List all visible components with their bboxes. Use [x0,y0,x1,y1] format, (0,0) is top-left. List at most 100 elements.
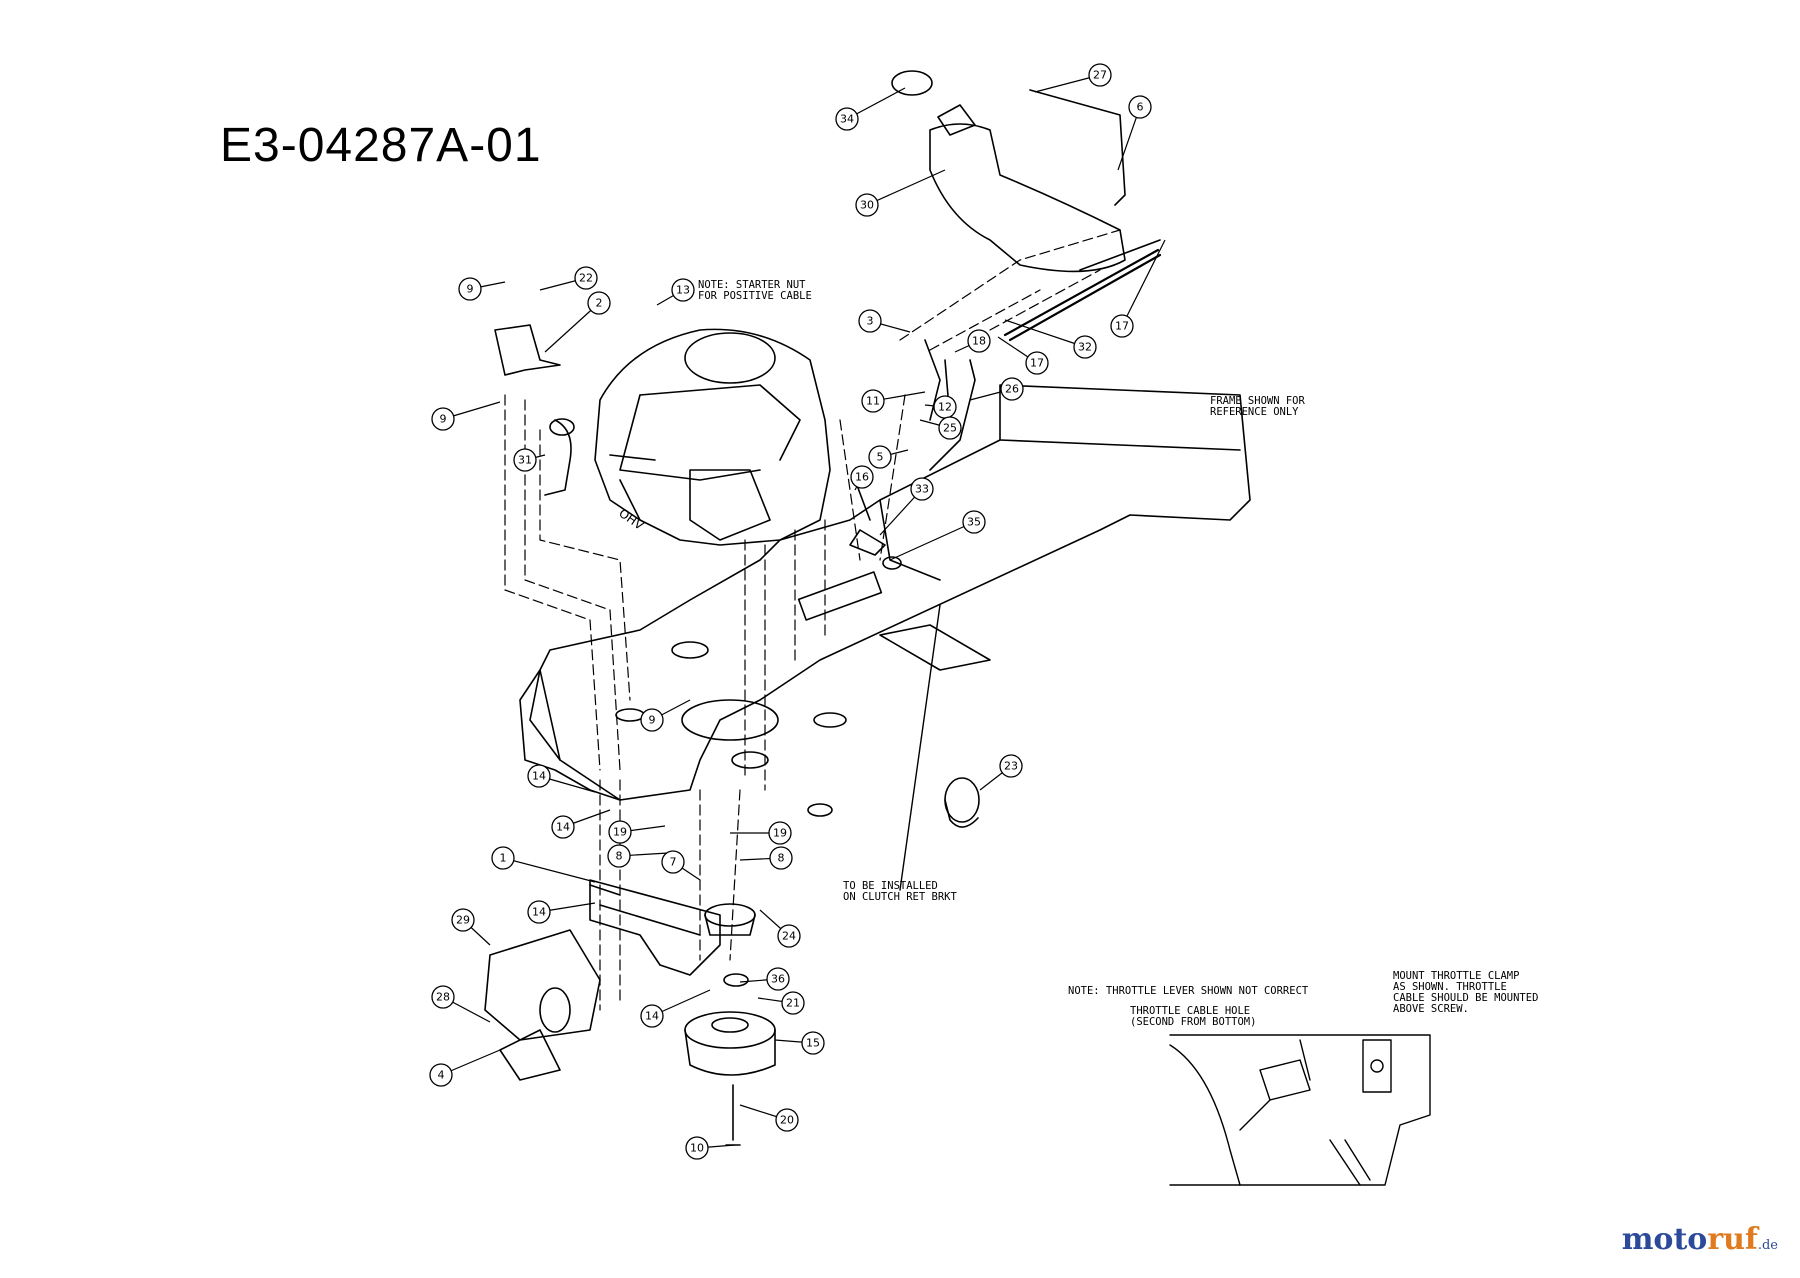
callout-circle [858,309,882,333]
callout-number: 6 [1137,101,1144,114]
callout-circle [766,967,790,991]
engine-pulley [704,903,756,927]
callout-number: 33 [915,483,929,496]
note-starter-nut: NOTE: STARTER NUT FOR POSITIVE CABLE [698,279,812,302]
engine-decal-label: OHV [616,506,647,533]
callout-circle [777,924,801,948]
callout-number: 17 [1115,320,1129,333]
callout-circle [999,754,1023,778]
note-throttle-cable-hole: THROTTLE CABLE HOLE (SECOND FROM BOTTOM) [1130,1005,1257,1028]
note-mount-throttle-clamp: MOUNT THROTTLE CLAMP AS SHOWN. THROTTLE … [1393,970,1539,1015]
callout-circle [451,908,475,932]
callout-number: 21 [786,997,800,1010]
callout-number: 28 [436,991,450,1004]
callout-number: 32 [1078,341,1092,354]
callout-number: 14 [556,821,570,834]
callout-leader-line [1004,319,1086,348]
part-callout: 16 [850,465,874,489]
callout-circle [835,107,859,131]
watermark-part-a: moto [1621,1222,1708,1257]
part-callout: 8 [607,844,631,868]
callout-circle [775,1108,799,1132]
callout-number: 9 [467,283,474,296]
callout-number: 11 [866,395,880,408]
callout-circle [574,266,598,290]
callout-number: 9 [649,714,656,727]
diagram-id-title: E3-04287A-01 [220,119,542,172]
bracket [494,324,561,376]
callout-circle [1025,351,1049,375]
part-callout: 34 [835,107,859,131]
callout-circle [513,448,537,472]
callout-circle [1110,314,1134,338]
part-callout: 29 [451,908,475,932]
callout-number: 24 [782,930,796,943]
callout-number: 25 [943,422,957,435]
callout-circle [491,846,515,870]
exhaust-pipe [544,419,572,496]
frame-plate [529,384,1251,801]
part-callout: 3 [858,309,882,333]
part-callout: 6 [1128,95,1152,119]
callout-circle [608,820,632,844]
callout-circle [1088,63,1112,87]
callout-number: 4 [438,1069,445,1082]
part-callout: 24 [777,924,801,948]
callout-number: 9 [440,413,447,426]
part-callout: 2 [587,291,611,315]
callout-number: 3 [867,315,874,328]
callout-number: 14 [645,1010,659,1023]
callout-number: 31 [518,454,532,467]
callout-number: 35 [967,516,981,529]
part-callout: 35 [962,510,986,534]
callout-number: 7 [670,856,677,869]
part-callout: 8 [769,846,793,870]
callout-circle [910,477,934,501]
watermark-logo: motoruf.de [1622,1222,1778,1257]
part-callout: 19 [608,820,632,844]
part-callout: 25 [938,416,962,440]
part-callout: 14 [640,1004,664,1028]
callout-circle [431,407,455,431]
watermark-part-b: ruf [1707,1222,1758,1257]
part-callout: 4 [429,1063,453,1087]
part-callout: 33 [910,477,934,501]
callout-number: 19 [773,827,787,840]
part-callout: 14 [527,764,551,788]
part-callout: 15 [801,1031,825,1055]
callout-circle [429,1063,453,1087]
callout-number: 29 [456,914,470,927]
callout-circle [661,850,685,874]
callout-number: 8 [778,852,785,865]
callout-number: 27 [1093,69,1107,82]
callout-number: 17 [1030,357,1044,370]
clutch-bracket [589,879,721,976]
callout-leader-line [866,169,946,206]
callout-circle [527,764,551,788]
part-callout: 32 [1073,335,1097,359]
part-callout: 36 [766,967,790,991]
part-callout: 12 [933,395,957,419]
part-callout: 9 [640,708,664,732]
callout-number: 8 [616,850,623,863]
callout-circle [587,291,611,315]
callout-circle [768,821,792,845]
callout-circle [458,277,482,301]
callout-number: 30 [860,199,874,212]
callout-number: 20 [780,1114,794,1127]
part-callout: 7 [661,850,685,874]
callout-circle [962,510,986,534]
callout-circle [640,708,664,732]
part-callout: 9 [431,407,455,431]
callout-circle [855,193,879,217]
callout-leader-line [889,521,975,561]
callout-circle [527,900,551,924]
callout-number: 23 [1004,760,1018,773]
note-throttle-lever: NOTE: THROTTLE LEVER SHOWN NOT CORRECT [1068,985,1309,997]
callout-number: 36 [771,973,785,986]
callout-number: 16 [855,471,869,484]
part-callout: 22 [574,266,598,290]
rubber-bumper [944,777,980,823]
